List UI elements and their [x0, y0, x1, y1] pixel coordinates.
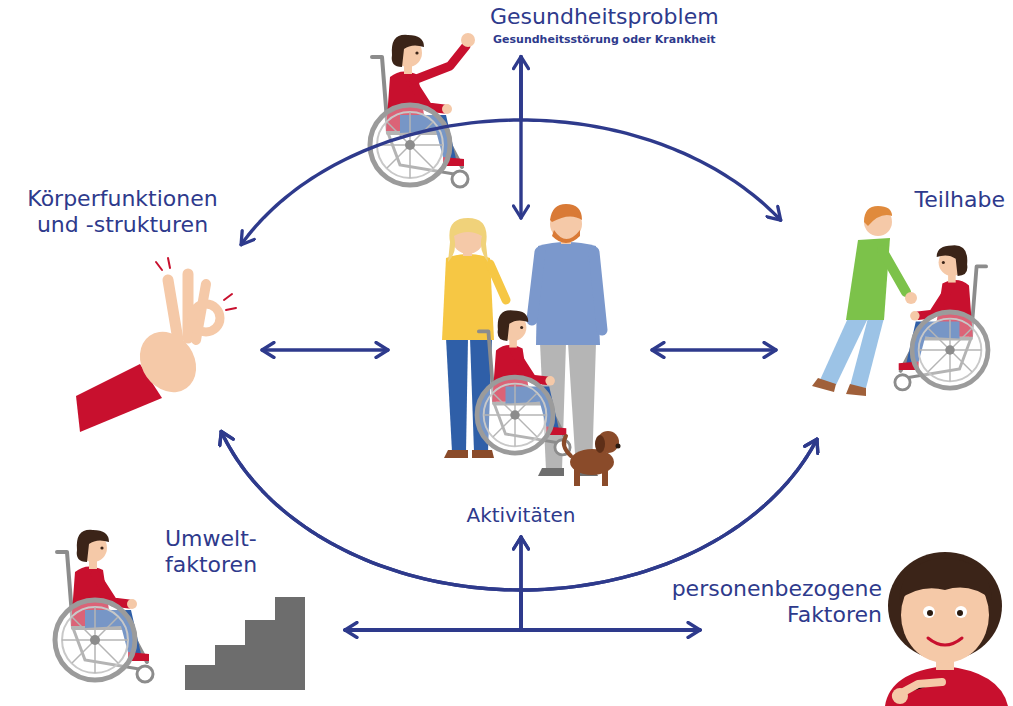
component-title: Umwelt- faktoren — [165, 526, 290, 579]
connector-arrow — [521, 439, 817, 630]
connector-arrow — [221, 432, 521, 630]
component-title: Aktivitäten — [467, 503, 576, 527]
greeting-figure — [812, 206, 988, 396]
health-condition: GesundheitsproblemGesundheitsstörung ode… — [490, 4, 719, 47]
waving-girl-figure — [370, 33, 475, 187]
component-title: Teilhabe — [915, 187, 1005, 213]
family-figure — [442, 204, 621, 486]
person-face-figure — [885, 552, 1008, 706]
component-title: Gesundheitsproblem — [490, 4, 719, 30]
connector-arrow — [221, 432, 700, 630]
connector-arrow — [345, 537, 521, 630]
body-functions: Körperfunktionen und -strukturen — [10, 186, 235, 239]
participation: Teilhabe — [915, 187, 1005, 213]
hand-figure — [76, 258, 236, 432]
environmental-factors: Umwelt- faktoren — [165, 526, 290, 579]
component-subtitle: Gesundheitsstörung oder Krankheit — [490, 33, 719, 46]
connector-arrow — [521, 57, 781, 221]
connector-arrow — [241, 57, 521, 245]
connector-arrow — [345, 439, 817, 630]
connector-arrow — [652, 348, 776, 351]
personal-factors: personenbezogene Faktoren — [642, 576, 882, 629]
component-title: Körperfunktionen und -strukturen — [10, 186, 235, 239]
connector-arrow — [262, 348, 388, 351]
component-title: personenbezogene Faktoren — [642, 576, 882, 629]
activities: Aktivitäten — [467, 503, 576, 527]
